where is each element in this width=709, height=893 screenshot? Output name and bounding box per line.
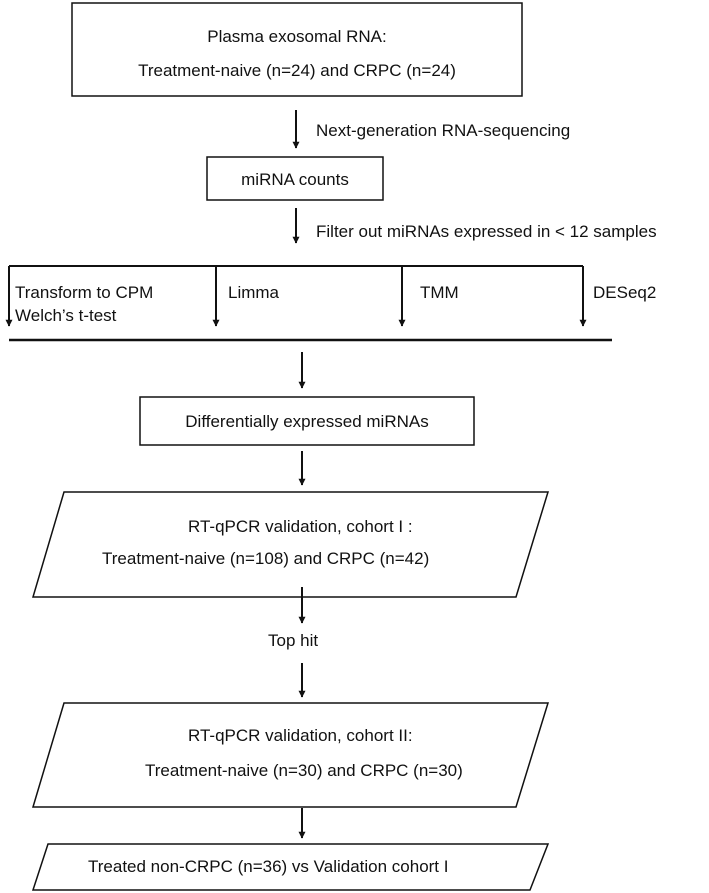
box-differentially-expressed (139, 396, 475, 446)
treated-non-crpc-label: Treated non-CRPC (n=36) vs Validation co… (88, 857, 449, 876)
top-hit-label: Top hit (268, 631, 319, 650)
box-validation-cohort-1 (31, 491, 550, 598)
step-label-filter: Filter out miRNAs expressed in < 12 samp… (316, 222, 657, 241)
mirna-counts-label: miRNA counts (241, 170, 349, 189)
box-mirna-counts (206, 156, 384, 201)
box1-line1: Plasma exosomal RNA: (207, 27, 387, 46)
method-deseq2: DESeq2 (593, 283, 657, 302)
box-validation-cohort-2 (31, 702, 550, 808)
cohort2-line1: RT-qPCR validation, cohort II: (188, 726, 413, 745)
method-limma: Limma (228, 283, 280, 302)
cohort1-line1: RT-qPCR validation, cohort I : (188, 517, 413, 536)
de-mirnas-label: Differentially expressed miRNAs (185, 412, 429, 431)
box1-line2: Treatment-naive (n=24) and CRPC (n=24) (138, 61, 456, 80)
box-treated-non-crpc (31, 843, 550, 891)
method-transform-cpm: Transform to CPM (15, 283, 154, 302)
cohort1-line2: Treatment-naive (n=108) and CRPC (n=42) (102, 549, 430, 568)
method-tmm: TMM (420, 283, 459, 302)
step-label-rna-seq: Next-generation RNA-sequencing (316, 121, 571, 140)
box-plasma-exosomal-rna (71, 2, 523, 97)
cohort2-line2: Treatment-naive (n=30) and CRPC (n=30) (145, 761, 463, 780)
method-welch-t-test: Welch’s t-test (15, 306, 117, 325)
